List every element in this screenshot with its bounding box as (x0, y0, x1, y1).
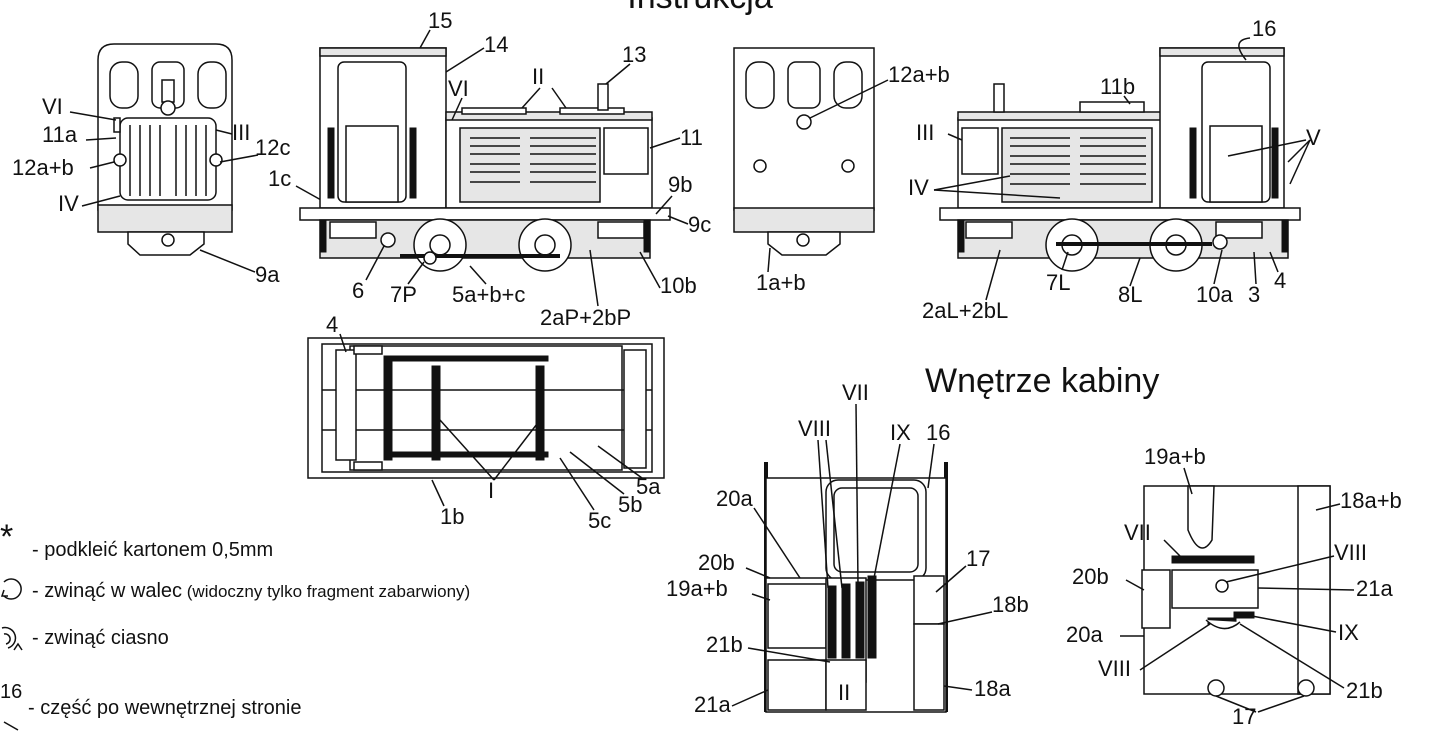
roll-tight-icon (1, 626, 23, 651)
label-top-21b: 21b (1346, 678, 1383, 703)
label-front-iii: III (232, 120, 250, 145)
roll-cylinder-icon (0, 578, 22, 600)
label-cab-20b: 20b (698, 550, 735, 575)
label-cab-21a: 21a (694, 692, 731, 717)
label-top-viii: VIII (1334, 540, 1367, 565)
label-9b: 9b (668, 172, 692, 197)
label-top-19ab: 19a+b (1144, 444, 1206, 469)
label-cab-21b: 21b (706, 632, 743, 657)
inner-side-arrow-icon (3, 721, 19, 731)
label-top-21a: 21a (1356, 576, 1393, 601)
label-i: I (488, 478, 494, 503)
label-3: 3 (1248, 282, 1260, 307)
label-v: V (1306, 125, 1321, 150)
front-view (97, 43, 233, 256)
label-cab-19ab: 19a+b (666, 576, 728, 601)
chassis-view (307, 337, 665, 479)
label-chassis-4: 4 (326, 312, 338, 337)
label-side-4: 4 (1274, 268, 1286, 293)
label-cab-vii: VII (842, 380, 869, 405)
label-side-iv: IV (908, 175, 929, 200)
label-5b: 5b (618, 492, 642, 517)
legend-text-tight: - zwinąć ciasno (32, 627, 169, 649)
cab-heading: Wnętrze kabiny (925, 362, 1159, 400)
inner-side-icon: 16 (0, 681, 22, 703)
label-side-vi: VI (448, 76, 469, 101)
label-7l: 7L (1046, 270, 1070, 295)
label-1b: 1b (440, 504, 464, 529)
legend-text-cylinder: - zwinąć w walec (32, 580, 182, 602)
label-front-12c: 12c (255, 135, 290, 160)
label-2ap2bp: 2aP+2bP (540, 305, 631, 330)
label-6: 6 (352, 278, 364, 303)
legend-text-inner: - część po wewnętrznej stronie (28, 697, 301, 719)
label-top-ix: IX (1338, 620, 1359, 645)
label-10b: 10b (660, 273, 697, 298)
label-10a: 10a (1196, 282, 1233, 307)
label-top-vii: VII (1124, 520, 1151, 545)
side-view-left (939, 47, 1301, 272)
cab-top-view (1141, 485, 1331, 697)
asterisk-icon: * (0, 518, 13, 556)
label-top-17: 17 (1232, 704, 1256, 729)
legend: * - podkleić kartonem 0,5mm - zwinąć w w… (0, 518, 470, 731)
label-7p: 7P (390, 282, 417, 307)
label-cab-20a: 20a (716, 486, 753, 511)
label-5abc: 5a+b+c (452, 282, 525, 307)
label-front-iv: IV (58, 191, 79, 216)
side-view-right (299, 47, 671, 272)
label-11: 11 (680, 125, 703, 150)
label-front-vi: VI (42, 94, 63, 119)
rear-view (733, 47, 875, 256)
label-15: 15 (428, 8, 452, 33)
label-front-1c: 1c (268, 166, 291, 191)
label-11b: 11b (1100, 74, 1135, 99)
label-cab-ii: II (838, 680, 850, 705)
legend-note-cylinder: (widoczny tylko fragment zabarwiony) (182, 582, 470, 601)
label-side-iii: III (916, 120, 934, 145)
page-title: Instrukcja (627, 0, 773, 16)
cab-front-view (764, 462, 948, 713)
label-front-9a: 9a (255, 262, 280, 287)
label-cab-18a: 18a (974, 676, 1011, 701)
label-5c: 5c (588, 508, 611, 533)
label-1ab: 1a+b (756, 270, 806, 295)
label-cab-viii: VIII (798, 416, 831, 441)
label-14: 14 (484, 32, 508, 57)
label-ii: II (532, 64, 544, 89)
label-5a: 5a (636, 474, 661, 499)
label-top-18ab: 18a+b (1340, 488, 1402, 513)
label-2al2bl: 2aL+2bL (922, 298, 1008, 323)
label-top-20b: 20b (1072, 564, 1109, 589)
label-cab-17: 17 (966, 546, 990, 571)
label-rear-12ab: 12a+b (888, 62, 950, 87)
label-front-12ab: 12a+b (12, 155, 74, 180)
label-cab-ix: IX (890, 420, 911, 445)
label-13: 13 (622, 42, 646, 67)
svg-text:- zwinąć w walec (widoczny tyl: - zwinąć w walec (widoczny tylko fragmen… (32, 580, 470, 602)
label-cab-16: 16 (926, 420, 950, 445)
label-top-viii-2: VIII (1098, 656, 1131, 681)
label-cab-18b: 18b (992, 592, 1029, 617)
label-16-side: 16 (1252, 16, 1276, 41)
label-front-11a: 11a (42, 122, 78, 147)
label-9c: 9c (688, 212, 711, 237)
legend-text-glue: - podkleić kartonem 0,5mm (32, 539, 273, 561)
label-8l: 8L (1118, 282, 1142, 307)
label-top-20a: 20a (1066, 622, 1103, 647)
